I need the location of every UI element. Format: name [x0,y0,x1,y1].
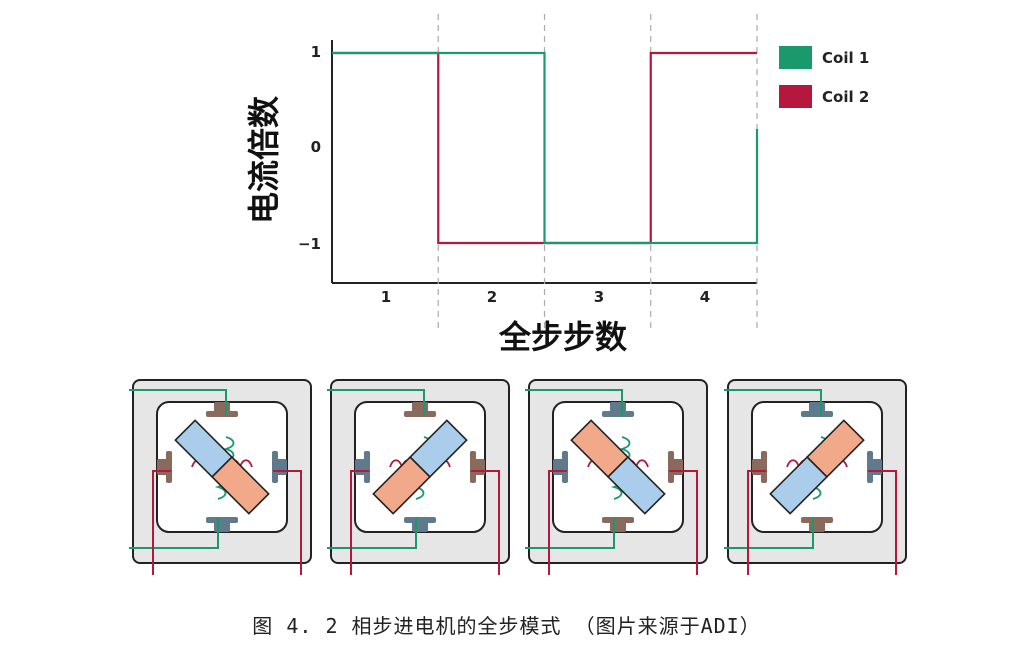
legend-label-coil1: Coil 1 [822,49,869,67]
motor-panel [724,379,907,575]
legend-label-coil2: Coil 2 [822,88,869,106]
coil1-wire [525,389,623,415]
x-tick-label: 4 [700,288,710,306]
coil1-wire [129,518,219,549]
y-tick-label: 1 [311,43,321,61]
coil1-wire [327,518,417,549]
y-tick-label: 0 [311,138,321,156]
coil2-wire [669,470,698,575]
rotor [372,419,468,515]
coil2-wire [273,470,302,575]
coil2-wire [747,470,766,575]
coil2-wire [471,470,500,575]
x-axis-label: 全步步数 [498,318,628,356]
rotor-pole-b [606,455,666,515]
coil1-wire [525,518,615,549]
x-tick-label: 1 [381,288,391,306]
figure-caption: 图 4. 2 相步进电机的全步模式 （图片来源于ADI） [252,614,761,638]
x-tick-label: 2 [487,288,497,306]
current-traces [332,51,759,245]
motor-panel [129,379,312,575]
coil1-wire [129,389,227,415]
coil2-wire [152,470,171,575]
rotor-pole-b [769,455,829,515]
coil2-wire [868,470,897,575]
rotor [174,419,270,515]
coil2-wire [548,470,567,575]
motor-panel [327,379,510,575]
y-axis-label: 电流倍数 [245,95,283,224]
motor-panels [129,379,907,575]
rotor-pole-b [372,455,432,515]
coil1-wire [724,518,814,549]
legend-swatch-coil2 [779,85,812,108]
coil1-trace [332,51,759,245]
x-tick-label: 3 [594,288,604,306]
rotor [570,419,666,515]
step-separators [437,14,758,328]
figure: 1 0 −1 1 2 3 4 电流倍数 全步步数 Coil 1 Coil 2 [129,14,907,575]
coil1-wire [327,389,425,415]
rotor-pole-b [210,455,270,515]
rotor [769,419,865,515]
coil1-wire [724,389,822,415]
motor-panel [525,379,708,575]
legend-swatch-coil1 [779,46,812,69]
y-tick-label: −1 [298,235,321,253]
coil2-wire [350,470,369,575]
